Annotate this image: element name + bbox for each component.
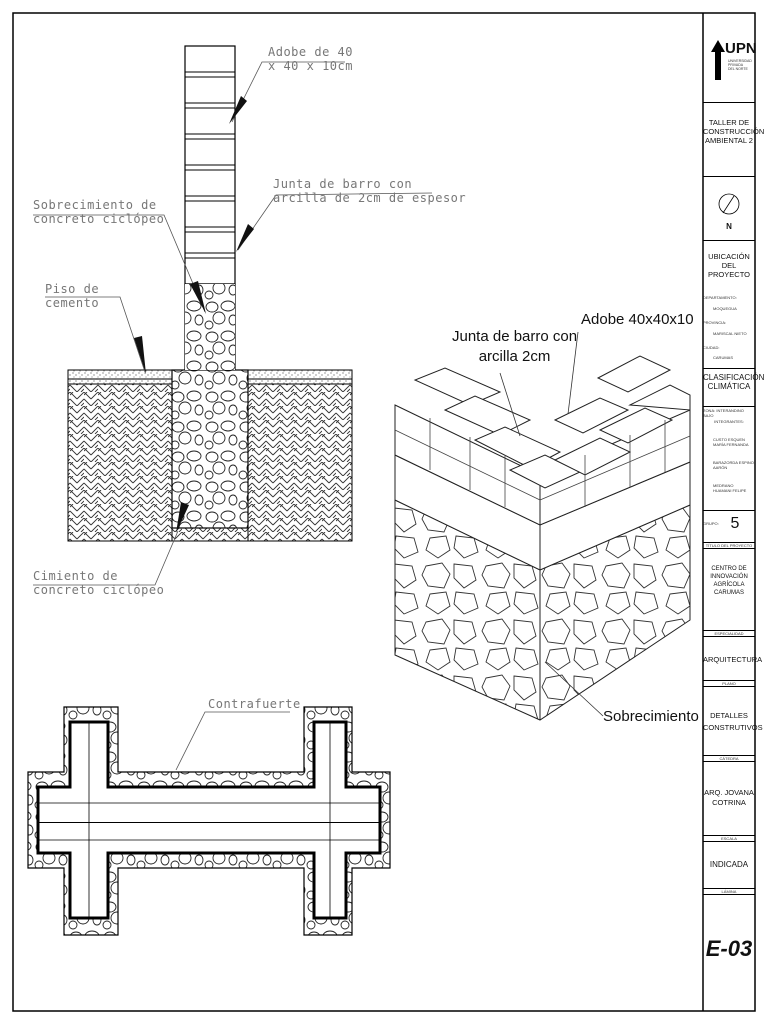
- logo-text: UPN: [725, 40, 757, 57]
- provincia-label: PROVINCIA:: [703, 320, 727, 325]
- grupo-value: 5: [730, 515, 740, 532]
- escala-value: INDICADA: [709, 860, 749, 869]
- integrante-2: BARAZORDA ESPINO AARÓN: [713, 460, 754, 470]
- logo-subtext: UNIVERSIDAD PRIVADA DEL NORTE: [728, 59, 752, 71]
- contrafuerte-plan: [27, 706, 391, 936]
- north-arrow-icon: [718, 193, 740, 215]
- ciudad-value: CARUMAS: [713, 355, 734, 360]
- label-iso-adobe: Adobe 40x40x10: [581, 311, 694, 328]
- catedra-label: CÁTEDRA: [703, 755, 755, 762]
- ciudad-label: CIUDAD:: [703, 345, 720, 350]
- label-junta-section: Junta de barro con arcilla de 2cm de esp…: [273, 177, 467, 205]
- north-label: N: [726, 222, 732, 231]
- especialidad-label: ESPECIALIDAD: [703, 630, 755, 637]
- integrantes-label: INTEGRANTES:: [714, 419, 744, 424]
- label-iso-sobrecimiento: Sobrecimiento: [603, 708, 699, 725]
- departamento-value: MOQUEGUA: [713, 306, 737, 311]
- upn-logo-icon: [711, 40, 725, 80]
- clasificacion-title: CLASIFICACIÓN CLIMÁTICA: [703, 373, 765, 391]
- catedra-value: ARQ. JOVANA COTRINA: [704, 788, 754, 807]
- label-piso: Piso de cemento: [45, 282, 100, 310]
- isometric-detail: [394, 331, 691, 721]
- titulo-label: TÍTULO DEL PROYECTO: [703, 542, 755, 549]
- plano-value: DETALLES CONSTRUTIVOS: [703, 711, 763, 732]
- label-iso-junta: Junta de barro con arcilla 2cm: [452, 328, 578, 365]
- titulo-value: CENTRO DE INNOVACIÓN AGRÍCOLA CARUMAS: [710, 566, 748, 596]
- integrante-1: CUSTO ESQUEN MARÍA FERNANDA: [713, 437, 749, 447]
- label-cimiento: Cimiento de concreto ciclópeo: [33, 569, 165, 597]
- wall-section-detail: [33, 45, 433, 771]
- label-sobrecimiento-section: Sobrecimiento de concreto ciclópeo: [33, 198, 165, 226]
- lamina-value: E-03: [705, 936, 753, 961]
- departamento-label: DEPARTAMENTO:: [703, 295, 737, 300]
- integrante-3: MEDRANO HUAMANI FELIPE: [713, 483, 747, 493]
- grupo-label: GRUPO:: [703, 521, 719, 526]
- ubicacion-title: UBICACIÓN DEL PROYECTO: [708, 252, 750, 279]
- escala-label: ESCALA: [703, 835, 755, 842]
- label-contrafuerte: Contrafuerte: [208, 697, 301, 711]
- plano-label: PLANO: [703, 680, 755, 687]
- sheet-border: [12, 12, 756, 1012]
- lamina-label: LÁMINA: [703, 888, 755, 895]
- label-adobe-section: Adobe de 40 x 40 x 10cm: [268, 45, 353, 73]
- provincia-value: MARISCAL NIETO: [713, 331, 747, 336]
- especialidad-value: ARQUITECTURA: [703, 655, 763, 664]
- course-name: TALLER DE CONSTRUCCIÓN AMBIENTAL 2: [703, 118, 765, 145]
- zona-value: ZONA: INTERANDINO BAJO: [703, 406, 755, 418]
